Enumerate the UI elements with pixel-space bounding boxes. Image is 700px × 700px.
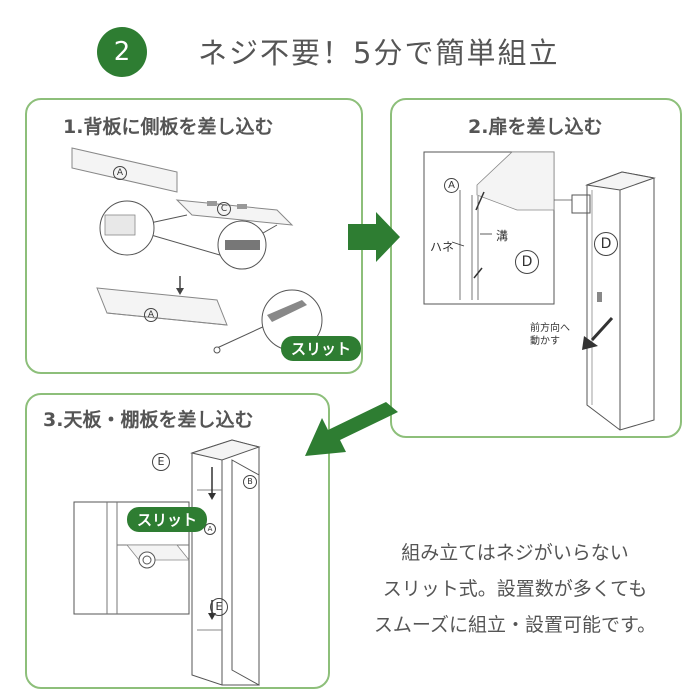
note-line-3: スムーズに組立・設置可能です。 xyxy=(373,614,657,636)
slit-badge: スリット xyxy=(281,336,362,361)
step3-title: 3.天板・棚板を差し込む xyxy=(37,405,260,432)
part-label-d-inset: D xyxy=(515,250,539,274)
direction-note: 前方向へ 動かす xyxy=(530,323,570,347)
arrow-down-left-icon xyxy=(305,402,398,456)
step2-panel: 2.扉を差し込む A ハネ 溝 D D 前方向へ 動かす xyxy=(390,98,682,438)
step-number-badge: 2 xyxy=(97,27,147,77)
description-note: 組み立てはネジがいらない スリット式。設置数が多くても スムーズに組立・設置可能… xyxy=(335,535,695,643)
step3-panel: 3.天板・棚板を差し込む E B A E スリット xyxy=(25,393,330,689)
slit-badge: スリット xyxy=(127,507,208,532)
part-label-d: D xyxy=(594,232,618,256)
part-label-a-assembled: A xyxy=(144,308,158,322)
note-line-1: 組み立てはネジがいらない xyxy=(401,542,629,564)
arrow-right-icon xyxy=(348,212,400,262)
hane-label: ハネ xyxy=(430,240,455,254)
part-label-b: B xyxy=(243,475,257,489)
mizo-label: 溝 xyxy=(496,229,509,243)
part-label-a: A xyxy=(113,166,127,180)
step1-title: 1.背板に側板を差し込む xyxy=(57,112,280,139)
header: 2 ネジ不要！5分で簡単組立 xyxy=(0,0,700,95)
part-label-c: C xyxy=(217,202,231,216)
page-title: ネジ不要！5分で簡単組立 xyxy=(198,36,560,70)
part-label-a: A xyxy=(444,178,459,193)
note-line-2: スリット式。設置数が多くても xyxy=(382,578,648,600)
part-label-e-bottom: E xyxy=(210,598,228,616)
step2-title: 2.扉を差し込む xyxy=(462,112,609,139)
step1-illustration xyxy=(71,147,323,354)
part-label-e-top: E xyxy=(152,453,170,471)
part-label-a: A xyxy=(204,523,216,535)
